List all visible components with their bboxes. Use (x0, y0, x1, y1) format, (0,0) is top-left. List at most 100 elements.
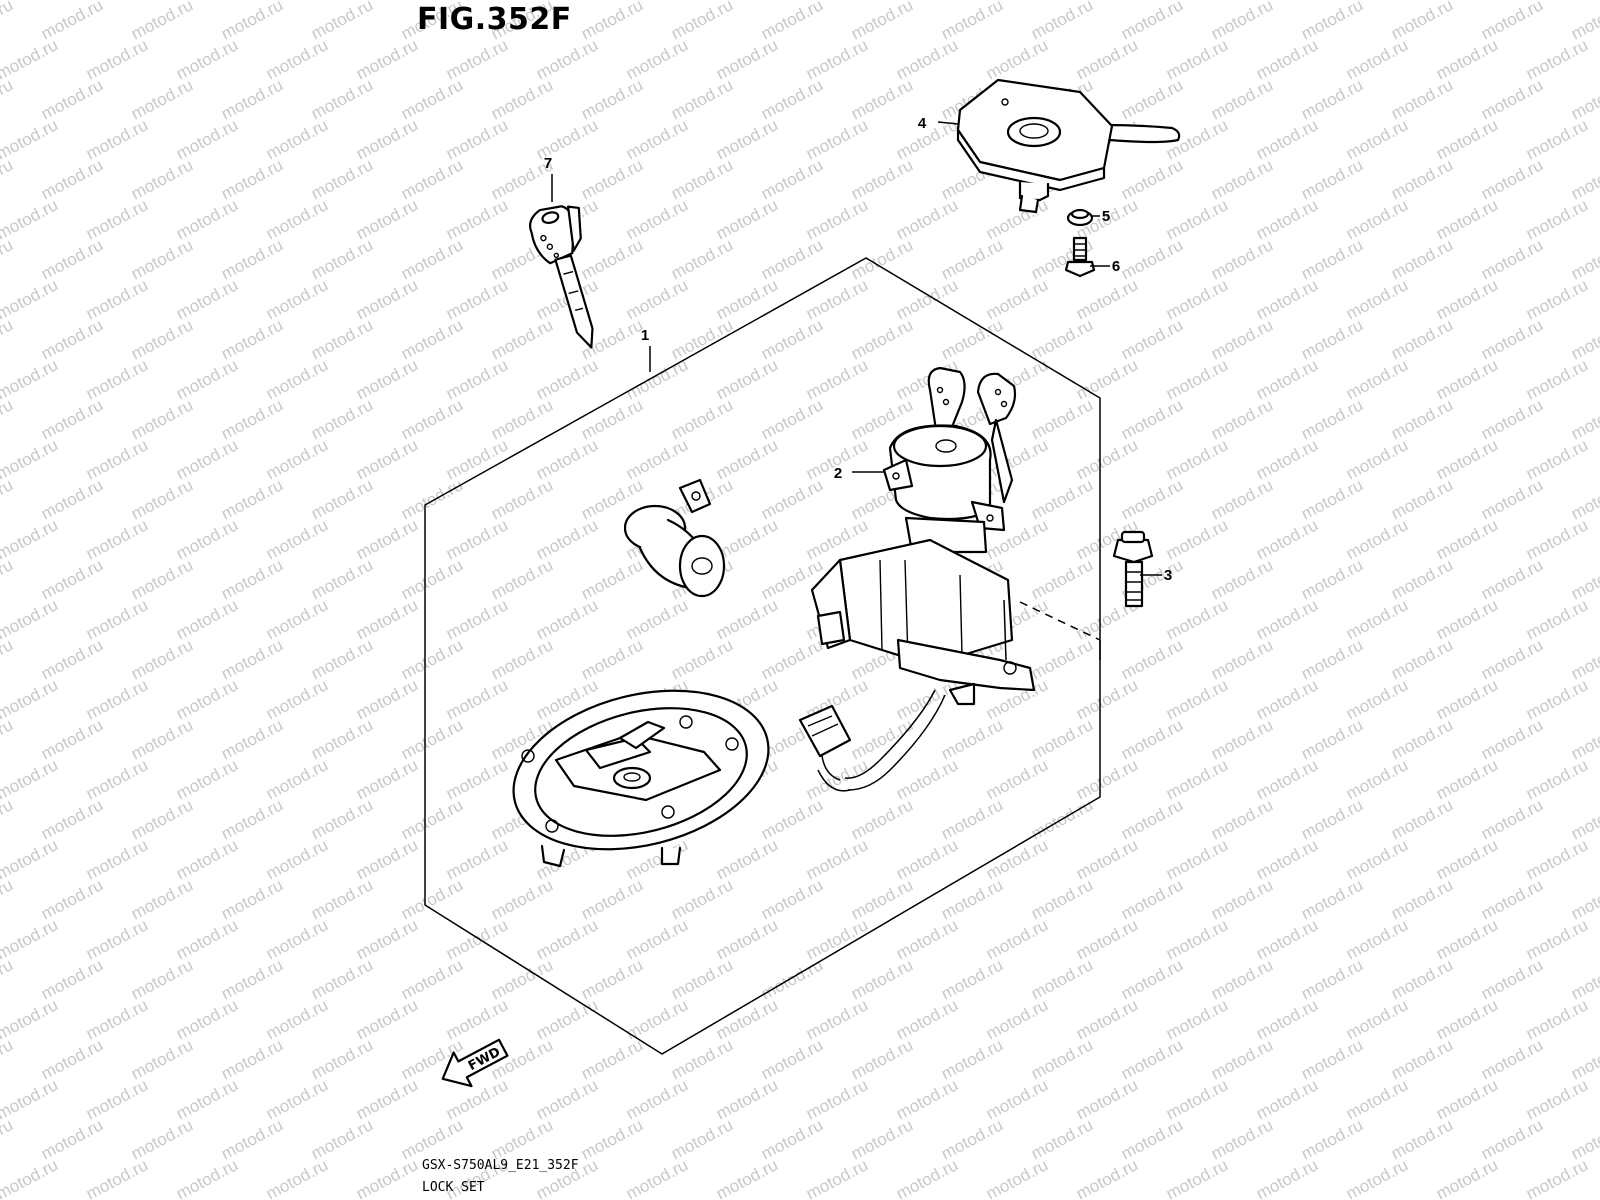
watermark-text: motod.ru (1388, 1195, 1456, 1200)
watermark-text: motod.ru (0, 875, 16, 923)
lock-set-box-outline (424, 257, 1101, 1055)
watermark-text: motod.ru (0, 0, 16, 44)
watermark-text: motod.ru (0, 795, 16, 843)
small-bolt-icon (1064, 236, 1096, 278)
watermark-text: motod.ru (398, 1195, 466, 1200)
watermark-text: motod.ru (0, 155, 16, 203)
watermark-text: motod.ru (1118, 1195, 1186, 1200)
watermark-text: motod.ru (1298, 1195, 1366, 1200)
callout-4: 4 (918, 115, 927, 132)
watermark-text: motod.ru (1478, 1195, 1546, 1200)
watermark-text: motod.ru (668, 1195, 736, 1200)
watermark-text: motod.ru (0, 1115, 16, 1163)
lock-cylinder-icon (623, 478, 726, 598)
watermark-text: motod.ru (1568, 795, 1600, 843)
watermark-text: motod.ru (0, 275, 61, 323)
watermark-text: motod.ru (1568, 635, 1600, 683)
washer-icon (1066, 208, 1094, 227)
watermark-text: motod.ru (0, 635, 16, 683)
watermark-text: motod.ru (0, 595, 61, 643)
watermark-text: motod.ru (623, 1155, 691, 1200)
watermark-text: motod.ru (1568, 0, 1600, 44)
watermark-text: motod.ru (1568, 155, 1600, 203)
watermark-text: motod.ru (1568, 315, 1600, 363)
figure-code: GSX-S750AL9_E21_352F (422, 1158, 579, 1173)
watermark-text: motod.ru (1568, 75, 1600, 123)
callout-labels: 1 2 3 4 5 6 7 (544, 115, 1172, 584)
watermark-text: motod.ru (893, 1155, 961, 1200)
watermark-text: motod.ru (0, 1155, 61, 1200)
watermark-text: motod.ru (1568, 475, 1600, 523)
watermark-text: motod.ru (173, 1155, 241, 1200)
figure-name: LOCK SET (422, 1180, 485, 1195)
figure-title: FIG.352F (417, 2, 572, 37)
watermark-text: motod.ru (0, 395, 16, 443)
watermark-text: motod.ru (0, 1195, 16, 1200)
callout-6: 6 (1112, 258, 1120, 275)
fuel-cap-icon (512, 689, 770, 868)
watermark-text: motod.ru (0, 315, 16, 363)
watermark-text: motod.ru (758, 1195, 826, 1200)
watermark-text: motod.ru (0, 475, 16, 523)
watermark-text: motod.ru (83, 1155, 151, 1200)
watermark-text: motod.ru (1163, 1155, 1231, 1200)
watermark-text: motod.ru (1568, 955, 1600, 1003)
seat-lock-icon (956, 78, 1181, 214)
watermark-text: motod.ru (0, 555, 16, 603)
watermark-text: motod.ru (308, 1195, 376, 1200)
watermark-text: motod.ru (938, 1195, 1006, 1200)
watermark-text: motod.ru (1568, 1035, 1600, 1083)
watermark-text: motod.ru (0, 835, 61, 883)
watermark-text: motod.ru (1568, 555, 1600, 603)
watermark-text: motod.ru (263, 1155, 331, 1200)
watermark-text: motod.ru (578, 1195, 646, 1200)
watermark-text: motod.ru (1208, 1195, 1276, 1200)
watermark-text: motod.ru (128, 1195, 196, 1200)
watermark-text: motod.ru (1568, 235, 1600, 283)
watermark-text: motod.ru (1523, 1155, 1591, 1200)
watermark-text: motod.ru (0, 755, 61, 803)
watermark-text: motod.ru (0, 115, 61, 163)
watermark-text: motod.ru (0, 915, 61, 963)
watermark-text: motod.ru (1028, 1195, 1096, 1200)
watermark-text: motod.ru (0, 1075, 61, 1123)
watermark-text: motod.ru (1433, 1155, 1501, 1200)
callout-7: 7 (544, 155, 552, 172)
watermark-text: motod.ru (0, 355, 61, 403)
watermark-text: motod.ru (0, 35, 61, 83)
watermark-text: motod.ru (218, 1195, 286, 1200)
ignition-switch-icon (798, 366, 1036, 792)
watermark-text: motod.ru (0, 995, 61, 1043)
watermark-text: motod.ru (1568, 395, 1600, 443)
watermark-text: motod.ru (0, 955, 16, 1003)
watermark-text: motod.ru (0, 235, 16, 283)
watermark-text: motod.ru (0, 675, 61, 723)
watermark-text: motod.ru (1253, 1155, 1321, 1200)
watermark-text: motod.ru (848, 1195, 916, 1200)
watermark-text: motod.ru (983, 1155, 1051, 1200)
watermark-text: motod.ru (1568, 1195, 1600, 1200)
callout-3: 3 (1164, 567, 1172, 584)
watermark-text: motod.ru (1568, 875, 1600, 923)
callout-5: 5 (1102, 208, 1110, 225)
watermark-text: motod.ru (0, 515, 61, 563)
watermark-text: motod.ru (488, 1195, 556, 1200)
watermark-text: motod.ru (713, 1155, 781, 1200)
watermark-text: motod.ru (803, 1155, 871, 1200)
callout-2: 2 (834, 465, 842, 482)
bolt-icon (1112, 530, 1154, 608)
watermark-text: motod.ru (0, 195, 61, 243)
watermark-text: motod.ru (1568, 1115, 1600, 1163)
watermark-text: motod.ru (0, 435, 61, 483)
watermark-text: motod.ru (1073, 1155, 1141, 1200)
callout-leaders (551, 121, 1162, 576)
key-icon (529, 205, 594, 349)
callout-1: 1 (641, 327, 649, 344)
watermark-text: motod.ru (0, 715, 16, 763)
watermark-text: motod.ru (0, 75, 16, 123)
watermark-text: motod.ru (353, 1155, 421, 1200)
watermark-text: motod.ru (1343, 1155, 1411, 1200)
